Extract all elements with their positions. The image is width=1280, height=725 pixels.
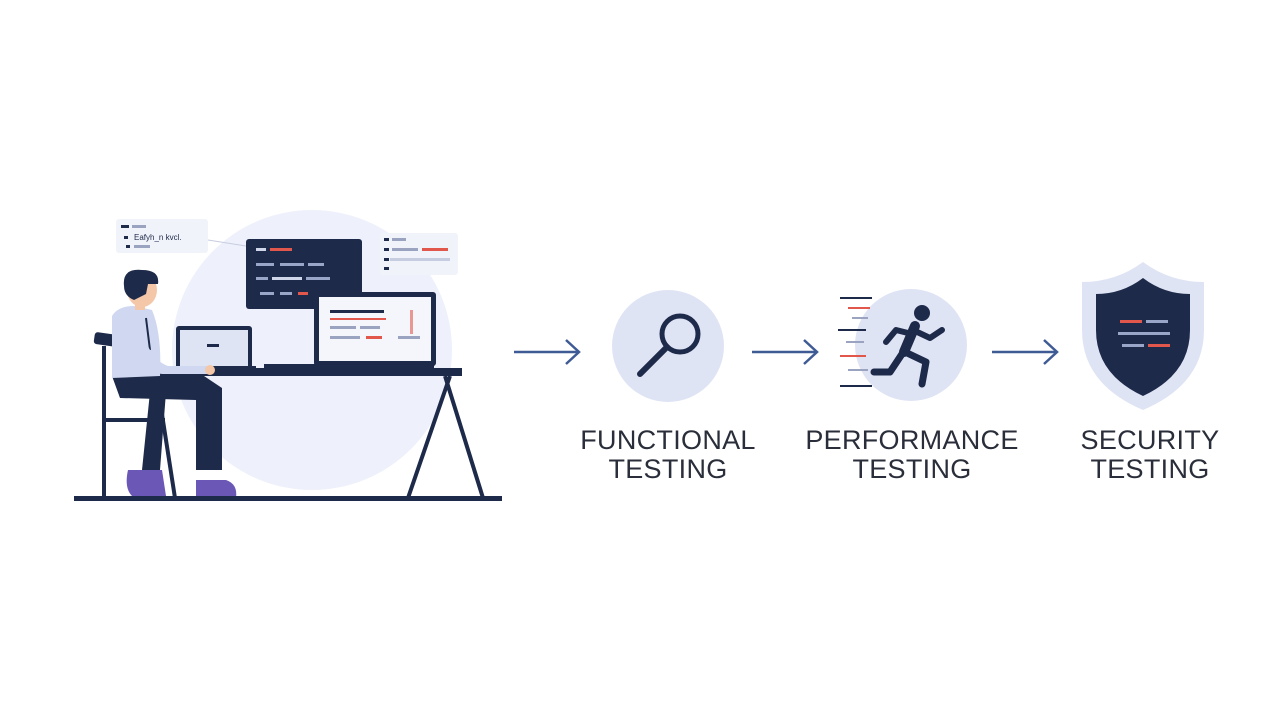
developer-person [112, 269, 237, 498]
arrow-to-functional [514, 339, 581, 365]
functional-step-icon [612, 290, 724, 402]
step-label-line1: SECURITY [1080, 425, 1220, 455]
step-label-line2: TESTING [852, 454, 972, 484]
flow-arrows [514, 339, 1059, 365]
step-label-line1: PERFORMANCE [805, 425, 1019, 455]
step-label-line2: TESTING [608, 454, 728, 484]
code-panel [246, 239, 362, 309]
arrow-to-security [992, 339, 1059, 365]
shoe-right [196, 480, 237, 498]
shield-icon [1096, 278, 1190, 396]
step-label-functional: FUNCTIONAL TESTING [568, 426, 768, 484]
developer-illustration: Eafyh_n kvcl. [74, 210, 502, 501]
monitor [264, 292, 436, 369]
laptop [170, 326, 256, 370]
speed-lines [838, 297, 872, 387]
step-label-security: SECURITY TESTING [1060, 426, 1240, 484]
floating-note-left: Eafyh_n kvcl. [116, 219, 247, 253]
floor-line [74, 496, 502, 501]
floating-note-right [380, 233, 458, 275]
shield-code-lines [1118, 320, 1170, 347]
security-step-icon [1082, 262, 1204, 410]
running-person-icon [870, 305, 945, 388]
note-text: Eafyh_n kvcl. [134, 233, 182, 242]
magnifier-icon [637, 313, 701, 377]
step-label-performance: PERFORMANCE TESTING [792, 426, 1032, 484]
desk [188, 368, 485, 499]
shoe-left [126, 470, 166, 496]
performance-step-icon [838, 289, 967, 401]
background-blob [172, 210, 452, 490]
step-label-line1: FUNCTIONAL [580, 425, 756, 455]
step-label-line2: TESTING [1090, 454, 1210, 484]
arrow-to-performance [752, 339, 819, 365]
